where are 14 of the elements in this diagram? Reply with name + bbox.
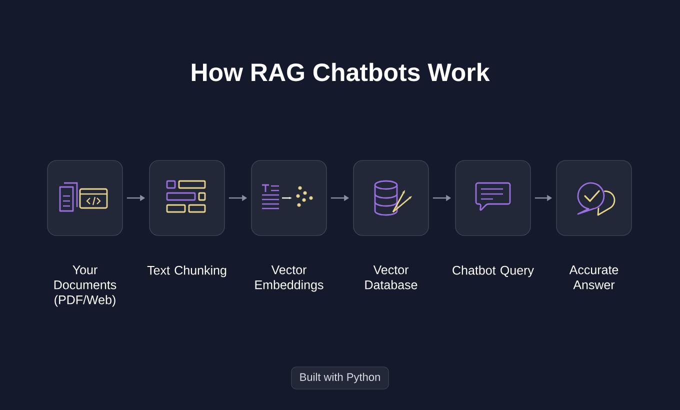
step-box: Your Documents (PDF/Web) xyxy=(47,160,123,307)
step-box: Chatbot Query xyxy=(452,160,534,278)
step-box: Text Chunking xyxy=(147,160,226,278)
node-label: Text Chunking xyxy=(147,266,226,278)
step-box: Vector Embeddings xyxy=(251,160,327,292)
node-label: Your Documents (PDF/Web) xyxy=(54,266,116,307)
node-label: Vector Database xyxy=(365,266,418,290)
step-box: Accurate Answer xyxy=(556,160,632,290)
node-label: Vector Embeddings xyxy=(255,266,324,292)
node-label: Chatbot Query xyxy=(452,266,534,278)
step-box: Vector Database xyxy=(353,160,429,290)
title: How RAG Chatbots Work xyxy=(192,62,490,82)
footer-badge: Built with Python xyxy=(291,366,389,390)
node-label: Accurate Answer xyxy=(569,266,618,290)
